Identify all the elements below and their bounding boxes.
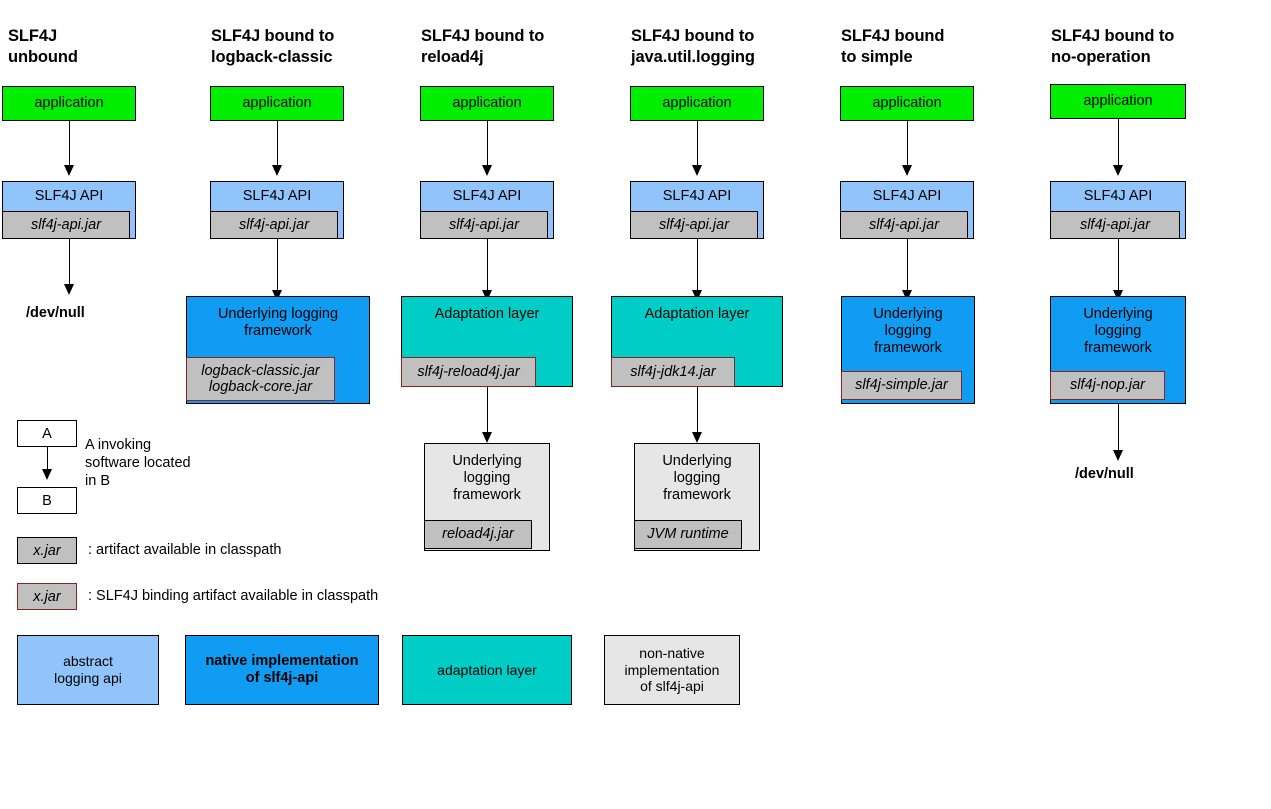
jul-impl-box: Underlying logging framework JVM runtime: [634, 443, 760, 551]
logback-impl-box: Underlying logging framework logback-cla…: [186, 296, 370, 404]
reload4j-application-label: application: [452, 95, 522, 112]
simple-impl-box: Underlying logging framework slf4j-simpl…: [841, 296, 975, 404]
legend-swatch-non-native-impl: non-native implementation of slf4j-api: [604, 635, 740, 705]
legend-binding-artifact-sample: x.jar: [17, 583, 77, 610]
unbound-devnull-label: /dev/null: [26, 305, 85, 321]
unbound-api-box: SLF4J API slf4j-api.jar: [2, 181, 136, 239]
legend-artifact-sample: x.jar: [17, 537, 77, 564]
logback-application-box: application: [210, 86, 344, 121]
reload4j-impl-box: Underlying logging framework reload4j.ja…: [424, 443, 550, 551]
reload4j-impl-jar: reload4j.jar: [424, 520, 532, 549]
legend-box-b-label: B: [42, 492, 52, 509]
logback-api-jar: slf4j-api.jar: [210, 211, 338, 239]
jul-adapter-box: Adaptation layer slf4j-jdk14.jar: [611, 296, 783, 387]
reload4j-api-label: SLF4J API: [452, 188, 522, 204]
reload4j-adapter-label: Adaptation layer: [434, 306, 540, 322]
simple-api-box: SLF4J API slf4j-api.jar: [840, 181, 974, 239]
logback-impl-label: Underlying logging framework: [217, 306, 339, 339]
nop-impl-jar: slf4j-nop.jar: [1050, 371, 1165, 400]
legend-binding-artifact-caption: : SLF4J binding artifact available in cl…: [88, 588, 379, 604]
nop-devnull-label: /dev/null: [1075, 466, 1134, 482]
jul-adapter-jar: slf4j-jdk14.jar: [611, 357, 735, 387]
nop-application-label: application: [1083, 93, 1153, 110]
reload4j-adapter-box: Adaptation layer slf4j-reload4j.jar: [401, 296, 573, 387]
unbound-api-jar: slf4j-api.jar: [2, 211, 130, 239]
legend-box-a: A: [17, 420, 77, 447]
nop-api-box: SLF4J API slf4j-api.jar: [1050, 181, 1186, 239]
column-title-jul: SLF4J bound to java.util.logging: [631, 27, 755, 67]
jul-application-box: application: [630, 86, 764, 121]
jul-adapter-label: Adaptation layer: [644, 306, 750, 322]
jul-api-jar: slf4j-api.jar: [630, 211, 758, 239]
nop-impl-box: Underlying logging framework slf4j-nop.j…: [1050, 296, 1186, 404]
legend-box-a-label: A: [42, 425, 52, 442]
legend-swatch-adaptation-layer: adaptation layer: [402, 635, 572, 705]
legend-swatch-native-impl: native implementation of slf4j-api: [185, 635, 379, 705]
simple-application-box: application: [840, 86, 974, 121]
column-title-simple: SLF4J bound to simple: [841, 27, 945, 67]
logback-application-label: application: [242, 95, 312, 112]
column-title-logback: SLF4J bound to logback-classic: [211, 27, 335, 67]
logback-api-label: SLF4J API: [242, 188, 312, 204]
reload4j-impl-label: Underlying logging framework: [452, 453, 522, 503]
jul-api-label: SLF4J API: [662, 188, 732, 204]
nop-api-label: SLF4J API: [1083, 188, 1153, 204]
nop-api-jar: slf4j-api.jar: [1050, 211, 1180, 239]
legend-swatch-abstract-api: abstract logging api: [17, 635, 159, 705]
legend-box-b: B: [17, 487, 77, 514]
jul-api-box: SLF4J API slf4j-api.jar: [630, 181, 764, 239]
simple-impl-jar: slf4j-simple.jar: [841, 371, 962, 400]
reload4j-api-jar: slf4j-api.jar: [420, 211, 548, 239]
jul-impl-jar: JVM runtime: [634, 520, 742, 549]
column-title-reload4j: SLF4J bound to reload4j: [421, 27, 545, 67]
simple-api-jar: slf4j-api.jar: [840, 211, 968, 239]
unbound-application-label: application: [34, 95, 104, 112]
unbound-application-box: application: [2, 86, 136, 121]
simple-api-label: SLF4J API: [872, 188, 942, 204]
reload4j-application-box: application: [420, 86, 554, 121]
legend-artifact-caption: : artifact available in classpath: [88, 542, 282, 558]
logback-impl-jars: logback-classic.jar logback-core.jar: [186, 357, 335, 401]
jul-impl-label: Underlying logging framework: [662, 453, 732, 503]
jul-application-label: application: [662, 95, 732, 112]
simple-application-label: application: [872, 95, 942, 112]
simple-impl-label: Underlying logging framework: [873, 306, 943, 356]
reload4j-adapter-jar: slf4j-reload4j.jar: [401, 357, 536, 387]
nop-impl-label: Underlying logging framework: [1083, 306, 1153, 356]
column-title-unbound: SLF4J unbound: [8, 27, 78, 67]
reload4j-api-box: SLF4J API slf4j-api.jar: [420, 181, 554, 239]
logback-api-box: SLF4J API slf4j-api.jar: [210, 181, 344, 239]
column-title-nop: SLF4J bound to no-operation: [1051, 27, 1175, 67]
legend-invocation-caption: A invoking software located in B: [85, 437, 191, 489]
nop-application-box: application: [1050, 84, 1186, 119]
unbound-api-label: SLF4J API: [34, 188, 104, 204]
